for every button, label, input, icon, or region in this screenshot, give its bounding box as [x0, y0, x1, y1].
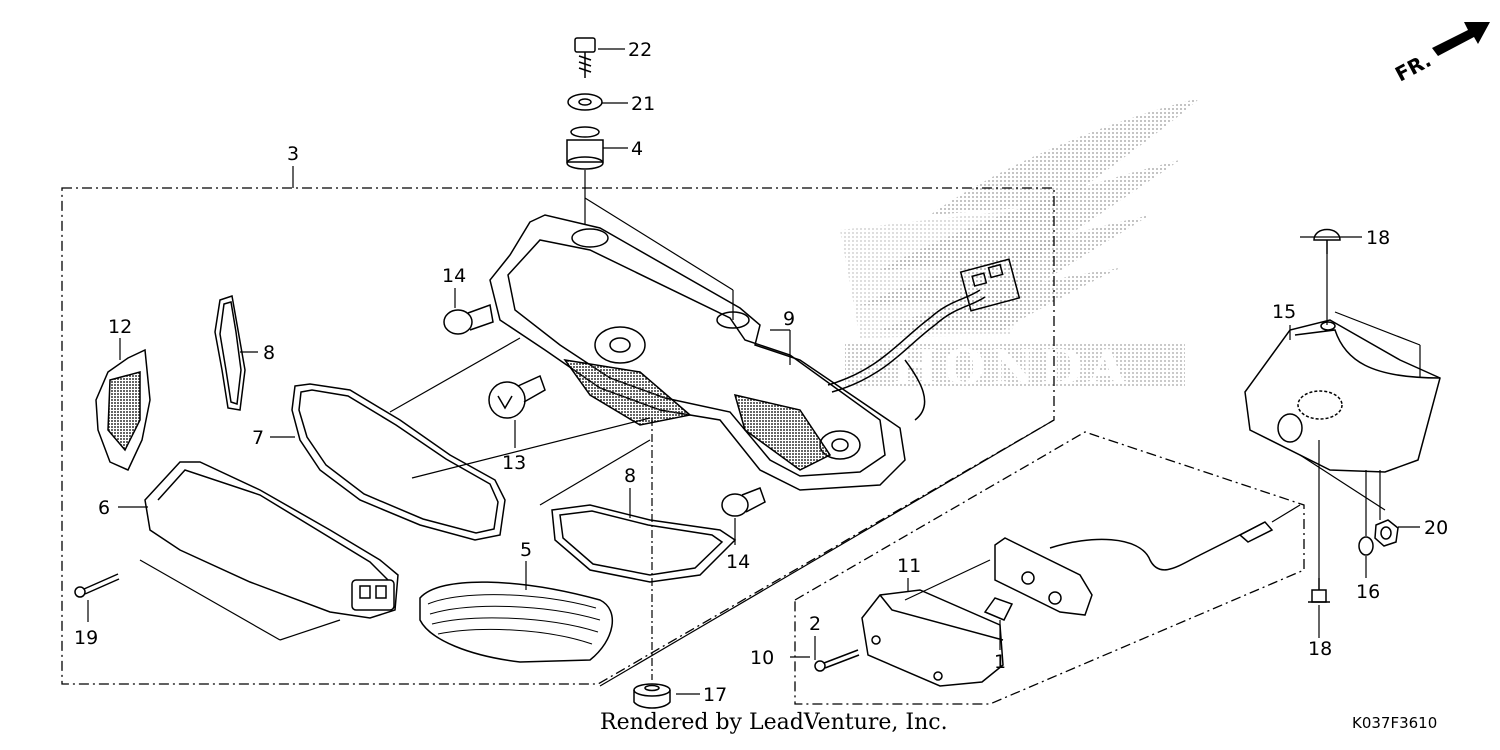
part-16-washer: [1358, 536, 1374, 556]
front-direction-arrow-icon: FR.: [1391, 22, 1490, 86]
part-2-screw: [814, 649, 860, 672]
diagram-code: K037F3610: [1352, 714, 1438, 732]
callout-21: 21: [631, 93, 655, 115]
callout-18-upper: 18: [1366, 227, 1390, 249]
callout-1: 1: [994, 651, 1006, 673]
callout-13: 13: [502, 452, 526, 474]
leader-lines: [87, 48, 1421, 695]
callout-15: 15: [1272, 301, 1296, 323]
part-13-bulb: [488, 374, 546, 419]
part-8-gasket-lower: [551, 504, 737, 583]
part-4-grommet: [566, 126, 604, 170]
part-1-bulb: [983, 597, 1014, 621]
part-6-lens-cover: [144, 461, 399, 619]
part-9-wire-connector: [827, 258, 1021, 421]
part-17-grommet: [633, 683, 671, 709]
part-10-license-housing: [994, 521, 1274, 616]
part-8-gasket-upper: [214, 295, 246, 411]
callout-12: 12: [108, 316, 132, 338]
part-21-washer: [567, 93, 603, 111]
part-18-bolt-lower: [1308, 578, 1330, 603]
part-14-bulb-lower: [721, 487, 766, 517]
callout-9: 9: [783, 308, 795, 330]
callout-8-lower: 8: [624, 465, 636, 487]
part-9-tail-light-body: [489, 214, 906, 491]
part-18-bolt-upper: [1313, 228, 1341, 254]
svg-text:FR.: FR.: [1391, 48, 1435, 87]
callout-4: 4: [631, 138, 643, 160]
callout-5: 5: [520, 539, 532, 561]
assembly-3-outline: [61, 187, 1055, 685]
callout-10: 10: [750, 647, 774, 669]
part-5-lens: [419, 581, 614, 663]
assembly-10-outline: [794, 431, 1305, 705]
callout-labels: 22 21 4 3 14 9 12 8 7 13 8 6 5 14 19 17 …: [74, 39, 1448, 706]
callout-6: 6: [98, 497, 110, 519]
callout-14-lower: 14: [726, 551, 750, 573]
part-7-seal: [291, 383, 506, 541]
callout-19: 19: [74, 627, 98, 649]
callout-22: 22: [628, 39, 652, 61]
part-11-license-lens: [861, 589, 1004, 687]
callout-7: 7: [252, 427, 264, 449]
callout-20: 20: [1424, 517, 1448, 539]
part-20-nut: [1374, 519, 1399, 547]
callout-14-upper: 14: [442, 265, 466, 287]
callout-2: 2: [809, 613, 821, 635]
part-22-bolt: [574, 37, 596, 78]
part-19-screw: [74, 573, 120, 598]
part-14-bulb-upper: [443, 303, 494, 335]
callout-16: 16: [1356, 581, 1380, 603]
part-15-cover: [1244, 319, 1441, 473]
part-12-reflector: [95, 348, 151, 471]
honda-logo-text: HONDA: [892, 340, 1132, 396]
callout-3: 3: [287, 143, 299, 165]
callout-11: 11: [897, 555, 921, 577]
render-credit: Rendered by LeadVenture, Inc.: [600, 710, 948, 735]
callout-18-lower: 18: [1308, 638, 1332, 660]
callout-17: 17: [703, 684, 727, 706]
callout-8-upper: 8: [263, 342, 275, 364]
